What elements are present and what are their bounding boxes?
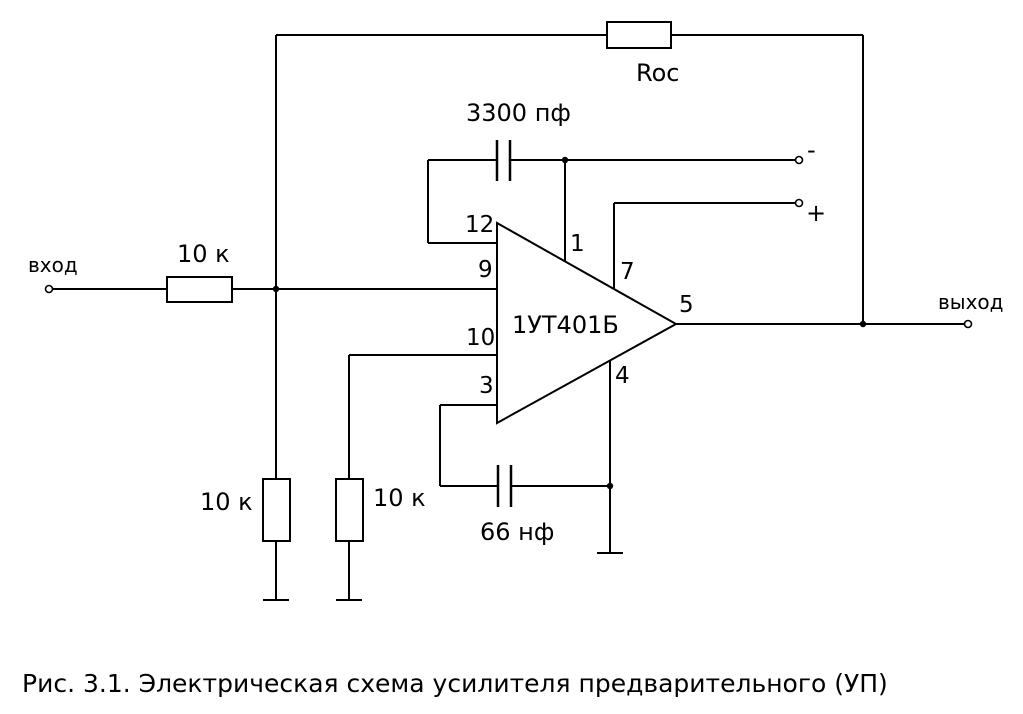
supply-plus-terminal (794, 198, 804, 208)
wires (52, 34, 965, 600)
input-resistor-label: 10 к (177, 240, 230, 268)
chip-label: 1УТ401Б (512, 311, 619, 339)
feedback-resistor-label: Roc (636, 59, 679, 87)
supply-plus-label: + (806, 199, 826, 227)
pin-10-label: 10 (466, 325, 495, 351)
feedback-resistor (606, 21, 672, 49)
ground-resistor-2 (335, 478, 364, 542)
supply-minus-terminal (794, 155, 804, 165)
pin-5-label: 5 (679, 292, 694, 318)
top-capacitor-label: 3300 пф (466, 99, 571, 127)
bottom-capacitor (496, 465, 513, 507)
supply-minus-label: - (807, 136, 816, 164)
pin-12-label: 12 (465, 212, 494, 238)
output-label: выход (938, 290, 1003, 314)
junction-dot (272, 285, 280, 293)
input-resistor (166, 276, 233, 303)
input-label: вход (28, 253, 78, 277)
ground-resistor-2-label: 10 к (373, 484, 426, 512)
junction-dot (606, 482, 614, 490)
input-terminal (44, 284, 54, 294)
pin-4-label: 4 (615, 363, 630, 389)
junction-dot (561, 156, 569, 164)
junction-dot (859, 320, 867, 328)
pin-7-label: 7 (620, 259, 635, 285)
opamp-triangle (496, 221, 679, 425)
pin-9-label: 9 (478, 257, 493, 283)
ground-resistor-1 (262, 478, 291, 542)
pin-1-label: 1 (570, 231, 585, 257)
top-capacitor (495, 140, 512, 181)
output-terminal (963, 319, 973, 329)
figure-caption: Рис. 3.1. Электрическая схема усилителя … (22, 669, 888, 698)
pin-3-label: 3 (479, 373, 494, 399)
ground-resistor-1-label: 10 к (200, 488, 253, 516)
bottom-capacitor-label: 66 нф (480, 518, 554, 546)
